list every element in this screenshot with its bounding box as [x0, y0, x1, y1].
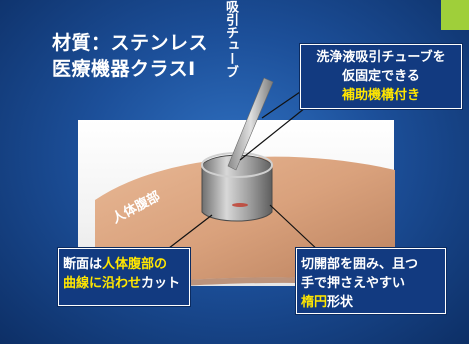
ring-cut-mark	[232, 203, 248, 207]
slide-title: 材質：ステンレス 医療機器クラスⅠ	[52, 30, 208, 82]
callout-fixing-mechanism: 洗浄液吸引チューブを 仮固定できる 補助機構付き	[300, 44, 462, 109]
callout-highlight: 曲線に沿わせ	[63, 276, 142, 291]
title-material: 材質：ステンレス	[52, 32, 209, 54]
callout-highlight: 楕円	[301, 295, 328, 310]
callout-highlight: 人体腹部の	[102, 257, 168, 272]
accent-tab	[441, 0, 469, 30]
callout-cross-section: 断面は人体腹部の 曲線に沿わせカット	[58, 248, 190, 306]
callout-line: 手で押さえやすい	[301, 276, 406, 291]
callout-highlight: 補助機構付き	[341, 88, 420, 103]
tube-label: 吸引チューブ	[223, 0, 238, 78]
leader-top-right-2	[261, 91, 301, 119]
title-device-class: 医療機器クラスⅠ	[52, 58, 196, 80]
callout-line: 洗浄液吸引チューブを	[316, 50, 446, 65]
callout-text: 断面は	[63, 257, 103, 272]
callout-text: 形状	[327, 295, 354, 310]
callout-line: 仮固定できる	[342, 69, 420, 84]
callout-oval-shape: 切開部を囲み、且つ 手で押さえやすい 楕円形状	[296, 248, 446, 314]
leader-top-right	[239, 103, 311, 161]
leader-bottom-right	[269, 204, 321, 253]
stainless-ring-wall	[201, 154, 273, 222]
callout-text: カット	[141, 276, 181, 291]
suction-tube	[227, 77, 274, 171]
callout-line: 切開部を囲み、且つ	[301, 257, 419, 272]
